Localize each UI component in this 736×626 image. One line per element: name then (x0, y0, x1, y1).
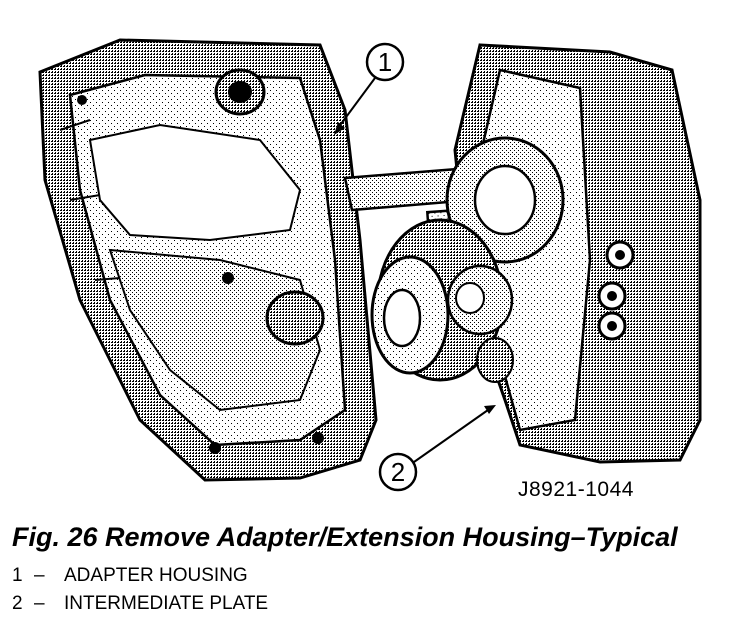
callout-1: 1 (334, 42, 405, 135)
legend-item: 2–INTERMEDIATE PLATE (12, 593, 268, 615)
legend-number: 1 (12, 565, 23, 586)
legend-number: 2 (12, 593, 23, 614)
adapter-housing-drawing (38, 38, 378, 482)
callout-2: 2 (378, 405, 496, 492)
legend-item: 1–ADAPTER HOUSING (12, 565, 248, 587)
legend-text: INTERMEDIATE PLATE (64, 593, 269, 614)
callout-1-number: 1 (378, 47, 392, 77)
figure-caption: Fig. 26 Remove Adapter/Extension Housing… (12, 522, 678, 552)
technical-illustration: 1 2 (38, 38, 702, 492)
gear-assembly-drawing (370, 136, 565, 383)
callout-2-number: 2 (391, 457, 405, 487)
figure-code: J8921-1044 (518, 478, 634, 501)
legend-separator: – (34, 593, 45, 614)
legend-separator: – (34, 565, 45, 586)
legend-text: ADAPTER HOUSING (64, 565, 248, 586)
